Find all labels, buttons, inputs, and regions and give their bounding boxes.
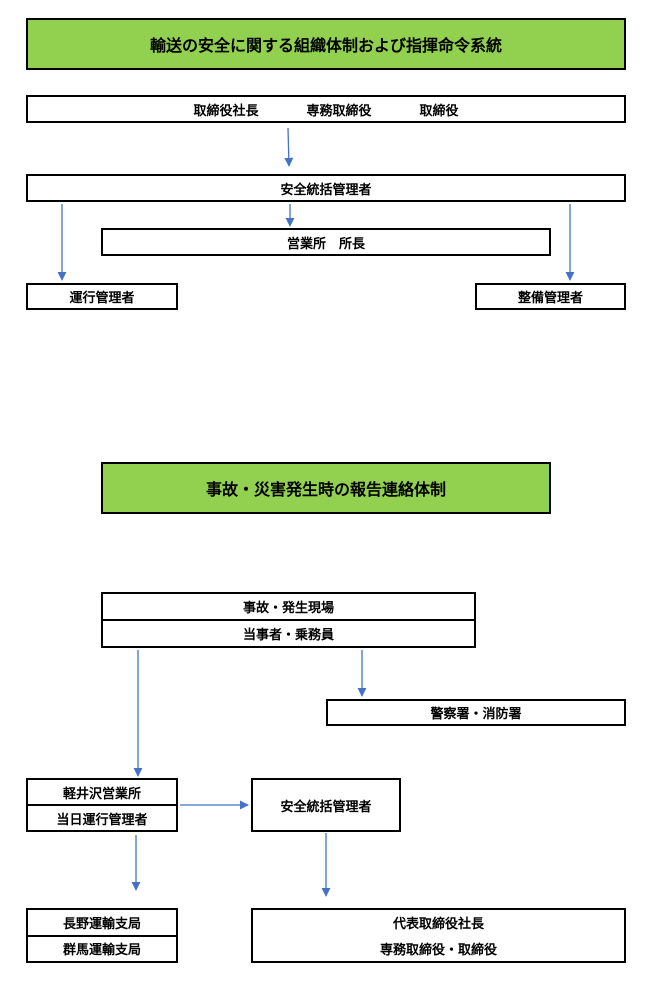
safety-manager-box-2: 安全統括管理者 [251,778,401,832]
karuizawa-office-box: 軽井沢営業所 当日運行管理者 [26,778,178,832]
exec-senior-director: 専務取締役 [306,103,372,119]
arrow-exec-to-safety [284,127,294,167]
gunma-bureau: 群馬運輸支局 [62,943,141,959]
nagano-bureau: 長野運輸支局 [62,916,141,932]
duty-operation-manager: 当日運行管理者 [56,812,148,828]
executives-box: 取締役社長 専務取締役 取締役 [26,95,626,123]
section1-title: 輸送の安全に関する組織体制および指揮命令系統 [26,18,626,70]
representative-president: 代表取締役社長 [392,917,484,933]
safety-manager-box: 安全統括管理者 [26,174,626,202]
exec-president: 取締役社長 [193,103,259,119]
accident-scene-box: 事故・発生現場 当事者・乗務員 [101,592,476,648]
senior-director-director: 専務取締役・取締役 [379,942,497,958]
police-fire-box: 警察署・消防署 [326,699,626,726]
transport-bureaus-box: 長野運輸支局 群馬運輸支局 [26,908,178,963]
karuizawa-office: 軽井沢営業所 [62,786,141,802]
exec-director: 取締役 [419,103,459,119]
parties-crew: 当事者・乗務員 [242,628,334,643]
section2-title: 事故・災害発生時の報告連絡体制 [101,462,551,514]
office-head-box: 営業所 所長 [101,228,551,256]
top-management-box: 代表取締役社長 専務取締役・取締役 [251,908,626,963]
accident-scene: 事故・発生現場 [242,601,334,616]
operation-manager-box: 運行管理者 [26,283,178,310]
maintenance-manager-box: 整備管理者 [475,283,626,310]
